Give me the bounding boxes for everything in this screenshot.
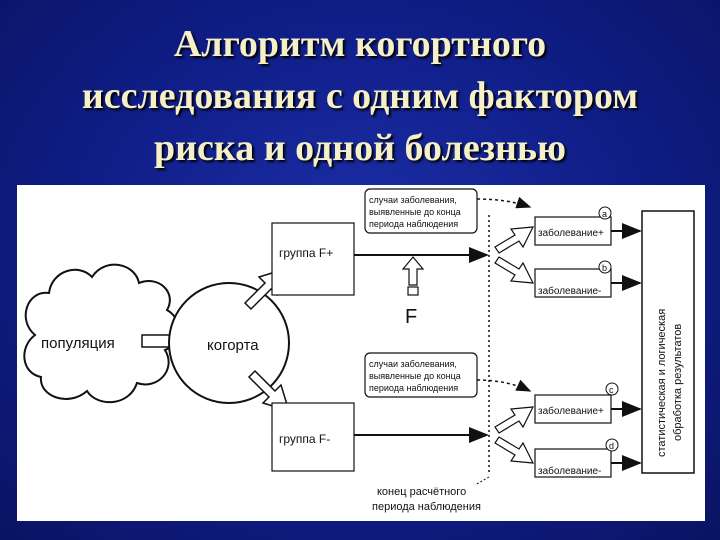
marker-b-label: b [602,263,607,273]
marker-c-label: c [609,385,614,395]
marker-c-circle [605,382,619,396]
population-cloud [23,263,179,404]
title-line-1: Алгоритм когортного [173,23,547,65]
cases-before-bottom-line-3: периода наблюдения [369,383,458,393]
outcome-d-label: заболевание- [538,465,601,477]
group-minus-box [271,402,355,472]
cases-before-top-line-1: случаи заболевания, [369,195,457,205]
end-period-line-1: конец расчётного [377,486,466,498]
split-arrow-d [494,436,535,464]
cases-before-bottom-box [364,352,478,398]
cases-before-bottom-line-2: выявленные до конца [369,371,461,381]
group-plus-box [271,222,355,296]
analysis-box [641,210,695,474]
cases-before-top-line-3: периода наблюдения [369,219,458,229]
marker-d-circle [605,438,619,452]
cohort-diagram: популяция когорта группа F+ группа F- F … [23,188,695,513]
factor-label: F [405,306,417,328]
outcome-a-box [534,216,612,246]
marker-b-circle [598,260,612,274]
outcome-c-box [534,394,612,424]
title-line-2: исследования с одним фактором [81,75,639,117]
split-arrow-c [494,406,535,434]
outcome-c-label: заболевание+ [538,405,604,417]
cases-before-top-line-2: выявленные до конца [369,207,461,217]
marker-a-label: a [602,209,607,219]
cohort-label: когорта [207,337,259,354]
cases-before-top-box [364,188,478,234]
cohort-to-group-minus-arrow [247,369,291,413]
factor-marker [407,286,419,296]
diagram-panel: популяция когорта группа F+ группа F- F … [17,185,705,521]
marker-a-circle [598,206,612,220]
factor-arrow [401,256,425,286]
group-plus-label: группа F+ [279,246,333,260]
title-line-3: риска и одной болезнью [153,127,566,169]
outcome-a-label: заболевание+ [538,227,604,239]
cases-before-bottom-line-1: случаи заболевания, [369,359,457,369]
cases-before-bottom-connector [476,379,532,392]
split-arrow-b [494,256,535,284]
cases-before-top-connector [476,196,532,209]
end-period-connector [474,476,490,486]
cohort-circle [168,282,290,404]
outcome-b-label: заболевание- [538,285,601,297]
analysis-line-2: обработка результатов [672,324,684,441]
split-arrow-a [494,226,535,254]
population-label: популяция [41,335,115,352]
marker-d-label: d [609,441,614,451]
outcome-b-box [534,268,612,298]
end-period-line-2: периода наблюдения [372,501,481,513]
slide-title: Алгоритм когортного исследования с одним… [0,18,720,174]
group-minus-label: группа F- [279,432,330,446]
analysis-line-1: статистическая и логическая [656,309,668,457]
